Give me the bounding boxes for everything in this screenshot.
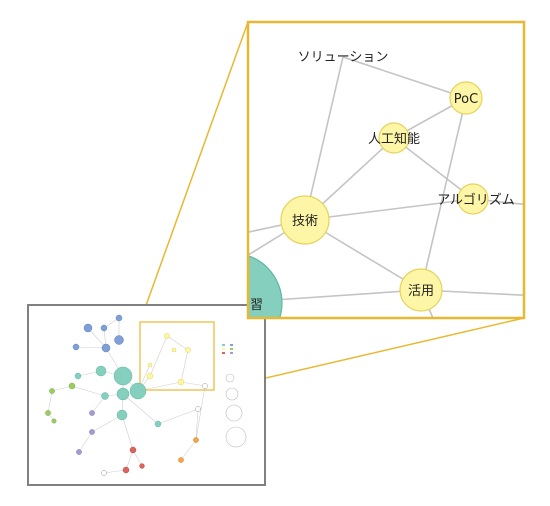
node-poc-label: PoC: [454, 92, 478, 107]
node-algorithm-label: アルゴリズム: [437, 192, 515, 208]
zoom-connector-top: [139, 21, 249, 323]
overview-legend: [222, 344, 247, 448]
overview-panel: [27, 304, 266, 486]
node-use: [399, 268, 443, 312]
node-learn-label: 習: [250, 298, 263, 313]
node-solution-label: ソリューション: [298, 50, 389, 65]
node-algorithm: [457, 183, 489, 215]
zoom-background: [248, 22, 524, 318]
node-poc: [449, 81, 483, 115]
node-tech: [280, 195, 330, 245]
node-learn: [248, 254, 283, 318]
node-tech-label: 技術: [292, 214, 318, 229]
overview-frame: [27, 304, 266, 486]
node-use-label: 活用: [408, 284, 434, 299]
zoom-frame: [246, 20, 526, 320]
node-ai: [378, 122, 410, 154]
overview-nodes: [45, 314, 208, 476]
zoom-panel: 習 PoC 人工知能 アルゴリズム 技術 活用 ソリューション: [246, 20, 526, 320]
node-ai-label: 人工知能: [368, 131, 420, 147]
overview-zoom-box: [139, 321, 215, 391]
